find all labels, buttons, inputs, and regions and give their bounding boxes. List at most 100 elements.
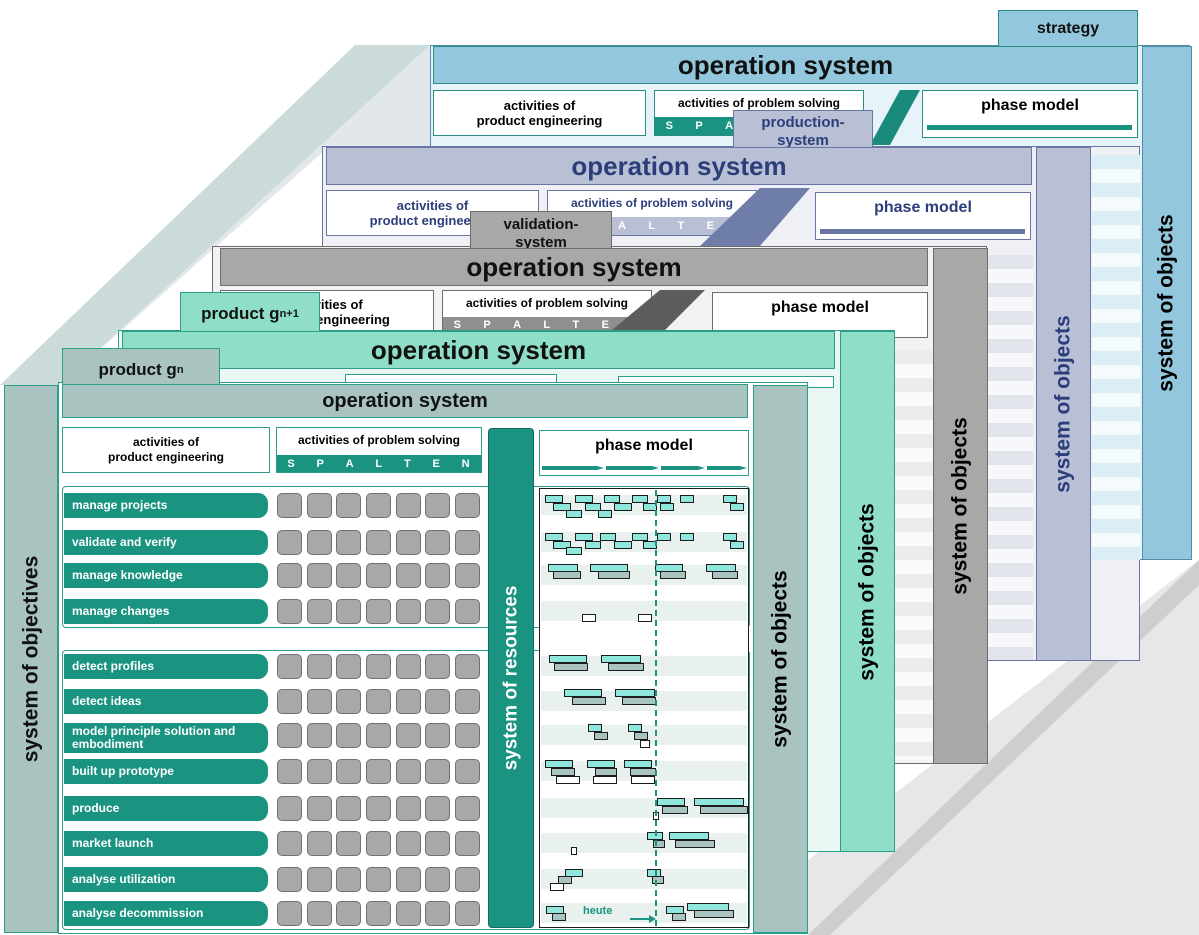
activity-row-label[interactable]: analyse utilization (64, 867, 268, 892)
spalten-cell[interactable] (366, 759, 391, 784)
spalten-cell[interactable] (396, 759, 421, 784)
spalten-cell[interactable] (336, 599, 361, 624)
spalten-cell[interactable] (425, 493, 450, 518)
spalten-cell[interactable] (307, 723, 332, 748)
spalten-cell[interactable] (336, 563, 361, 588)
spalten-cell[interactable] (425, 599, 450, 624)
spalten-cell[interactable] (336, 654, 361, 679)
activity-row-label[interactable]: manage knowledge (64, 563, 268, 588)
spalten-cell[interactable] (396, 796, 421, 821)
spalten-cell[interactable] (455, 723, 480, 748)
spalten-cell[interactable] (307, 867, 332, 892)
spalten-cell[interactable] (396, 654, 421, 679)
spalten-cell[interactable] (336, 723, 361, 748)
spalten-cell[interactable] (425, 831, 450, 856)
spalten-cell[interactable] (366, 654, 391, 679)
spalten-cell[interactable] (455, 563, 480, 588)
spalten-cell[interactable] (455, 831, 480, 856)
spalten-cell[interactable] (336, 689, 361, 714)
spalten-cell[interactable] (277, 563, 302, 588)
spalten-cell[interactable] (425, 723, 450, 748)
spalten-cell[interactable] (307, 563, 332, 588)
activity-row-label[interactable]: built up prototype (64, 759, 268, 784)
spalten-cell[interactable] (277, 723, 302, 748)
spalten-cell[interactable] (455, 689, 480, 714)
spalten-cell[interactable] (425, 901, 450, 926)
activity-row-label[interactable]: model principle solution and embodiment (64, 723, 268, 753)
spalten-cell[interactable] (277, 654, 302, 679)
activity-row-label[interactable]: detect profiles (64, 654, 268, 679)
spalten-cell[interactable] (455, 530, 480, 555)
activity-row-label[interactable]: validate and verify (64, 530, 268, 555)
spalten-cell[interactable] (277, 831, 302, 856)
spalten-cell[interactable] (396, 867, 421, 892)
spalten-cell[interactable] (366, 689, 391, 714)
spalten-cell[interactable] (425, 796, 450, 821)
spalten-cell[interactable] (396, 901, 421, 926)
spalten-cell[interactable] (336, 796, 361, 821)
spalten-cell[interactable] (396, 689, 421, 714)
spalten-cell[interactable] (307, 599, 332, 624)
gantt-bar (595, 768, 617, 776)
spalten-cell[interactable] (277, 796, 302, 821)
spalten-cell[interactable] (366, 723, 391, 748)
spalten-cell[interactable] (455, 654, 480, 679)
spalten-cell[interactable] (277, 689, 302, 714)
spalten-cell[interactable] (425, 530, 450, 555)
spalten-cell[interactable] (425, 689, 450, 714)
spalten-cell[interactable] (366, 563, 391, 588)
spalten-cell[interactable] (307, 901, 332, 926)
gantt-bar (594, 732, 608, 740)
spalten-cell[interactable] (277, 901, 302, 926)
activity-row-label[interactable]: manage changes (64, 599, 268, 624)
spalten-cell[interactable] (307, 689, 332, 714)
spalten-cell[interactable] (396, 493, 421, 518)
spalten-cell[interactable] (366, 493, 391, 518)
system-of-resources: system of resources (488, 428, 534, 928)
spalten-cell[interactable] (396, 599, 421, 624)
spalten-cell[interactable] (366, 530, 391, 555)
spalten-cell[interactable] (307, 831, 332, 856)
spalten-cell[interactable] (336, 831, 361, 856)
spalten-cell[interactable] (455, 493, 480, 518)
spalten-letter: E (432, 457, 441, 470)
spalten-cell[interactable] (425, 563, 450, 588)
spalten-cell[interactable] (455, 901, 480, 926)
spalten-cell[interactable] (425, 654, 450, 679)
spalten-cell[interactable] (277, 867, 302, 892)
activity-row-label[interactable]: market launch (64, 831, 268, 856)
spalten-cell[interactable] (336, 530, 361, 555)
spalten-cell[interactable] (336, 759, 361, 784)
spalten-cell[interactable] (307, 493, 332, 518)
spalten-cell[interactable] (336, 901, 361, 926)
spalten-cell[interactable] (366, 831, 391, 856)
spalten-cell[interactable] (307, 654, 332, 679)
spalten-cell[interactable] (455, 867, 480, 892)
spalten-cell[interactable] (425, 759, 450, 784)
spalten-cell[interactable] (396, 563, 421, 588)
spalten-cell[interactable] (366, 901, 391, 926)
spalten-cell[interactable] (336, 493, 361, 518)
spalten-cell[interactable] (425, 867, 450, 892)
spalten-cell[interactable] (455, 599, 480, 624)
spalten-cell[interactable] (307, 759, 332, 784)
activity-row-label[interactable]: manage projects (64, 493, 268, 518)
spalten-cell[interactable] (336, 867, 361, 892)
activity-row-label[interactable]: analyse decommission (64, 901, 268, 926)
spalten-cell[interactable] (396, 831, 421, 856)
spalten-cell[interactable] (455, 796, 480, 821)
spalten-cell[interactable] (366, 867, 391, 892)
spalten-cell[interactable] (277, 599, 302, 624)
spalten-cell[interactable] (366, 599, 391, 624)
spalten-cell[interactable] (307, 796, 332, 821)
spalten-cell[interactable] (277, 493, 302, 518)
spalten-cell[interactable] (366, 796, 391, 821)
activity-row-label[interactable]: detect ideas (64, 689, 268, 714)
spalten-cell[interactable] (455, 759, 480, 784)
activity-row-label[interactable]: produce (64, 796, 268, 821)
spalten-cell[interactable] (277, 759, 302, 784)
spalten-cell[interactable] (396, 530, 421, 555)
spalten-cell[interactable] (307, 530, 332, 555)
spalten-cell[interactable] (396, 723, 421, 748)
spalten-cell[interactable] (277, 530, 302, 555)
